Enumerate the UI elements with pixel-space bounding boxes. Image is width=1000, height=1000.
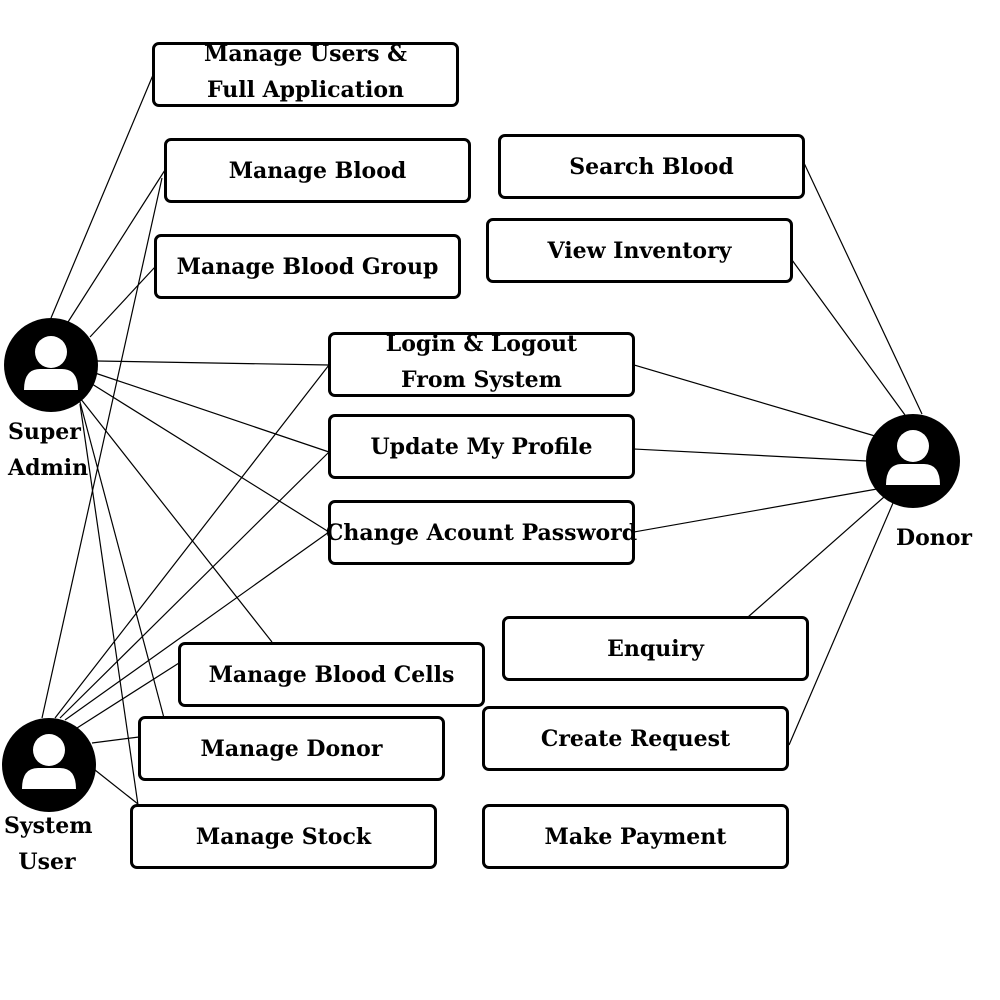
association-line: [76, 662, 180, 729]
association-line: [747, 496, 885, 618]
use-case-manage-blood: Manage Blood: [164, 138, 471, 203]
super-admin-label-line2: Admin: [8, 455, 89, 481]
association-line: [94, 769, 139, 805]
use-case-manage-stock: Manage Stock: [130, 804, 437, 869]
system-user-label-line2: User: [18, 849, 76, 875]
use-case-manage-blood-cells: Manage Blood Cells: [178, 642, 485, 707]
association-line: [50, 74, 154, 319]
use-case-label: Make Payment: [544, 823, 727, 850]
use-case-manage-users: Manage Users & Full Application: [152, 41, 459, 107]
use-case-change-password: Change Acount Password: [325, 500, 638, 565]
use-case-search-blood: Search Blood: [498, 134, 805, 199]
use-case-label: Create Request: [540, 725, 731, 752]
use-case-label: Manage Blood Group: [176, 253, 439, 280]
use-case-enquiry: Enquiry: [502, 616, 809, 681]
use-case-update-profile: Update My Profile: [328, 414, 635, 479]
system-user-label-line1: System: [4, 813, 93, 839]
donor-actor: [866, 414, 960, 508]
user-icon: [22, 734, 76, 789]
use-case-label: Manage Donor: [200, 735, 383, 762]
use-case-label: Full Application: [207, 76, 404, 103]
use-case-manage-donor: Manage Donor: [138, 716, 445, 781]
donor-label-text: Donor: [896, 525, 973, 551]
use-case-label: Enquiry: [607, 635, 704, 662]
use-case-login-logout: Login & Logout From System: [328, 331, 635, 397]
association-lines: [41, 74, 923, 806]
association-line: [94, 372, 330, 453]
use-case-label: Update My Profile: [370, 433, 593, 460]
association-line: [79, 397, 273, 643]
super-admin-actor: [4, 318, 98, 412]
super-admin-label-line1: Super: [8, 419, 81, 445]
use-case-make-payment: Make Payment: [482, 804, 789, 869]
use-case-label: Login & Logout: [385, 330, 578, 357]
system-user-label: System User: [4, 808, 93, 880]
use-case-manage-blood-group: Manage Blood Group: [154, 234, 461, 299]
use-case-label: Search Blood: [569, 153, 734, 180]
association-line: [791, 259, 906, 416]
user-icon: [24, 336, 78, 390]
use-case-label: Manage Stock: [195, 823, 372, 850]
use-case-label: From System: [401, 366, 562, 393]
association-line: [67, 169, 166, 323]
use-case-label: Manage Blood Cells: [208, 661, 455, 688]
association-line: [54, 364, 330, 719]
donor-label: Donor: [896, 520, 972, 556]
association-line: [633, 488, 878, 533]
association-line: [41, 177, 163, 719]
association-line: [64, 531, 330, 721]
association-line: [788, 502, 894, 746]
use-case-create-request: Create Request: [482, 706, 789, 771]
user-icon: [886, 430, 940, 485]
association-line: [633, 364, 876, 437]
use-case-view-inventory: View Inventory: [486, 218, 793, 283]
association-line: [79, 401, 165, 719]
super-admin-label: Super Admin: [8, 414, 88, 486]
use-case-label: Change Acount Password: [325, 519, 638, 546]
association-line: [91, 736, 140, 744]
association-line: [633, 448, 868, 462]
system-user-actor: [2, 718, 96, 812]
association-line: [89, 266, 156, 338]
association-line: [59, 451, 330, 719]
association-line: [96, 360, 330, 366]
use-case-label: Manage Blood: [228, 157, 407, 184]
use-case-label: Manage Users &: [204, 40, 407, 67]
association-line: [91, 383, 330, 533]
use-case-label: View Inventory: [547, 237, 732, 264]
association-line: [803, 162, 923, 415]
